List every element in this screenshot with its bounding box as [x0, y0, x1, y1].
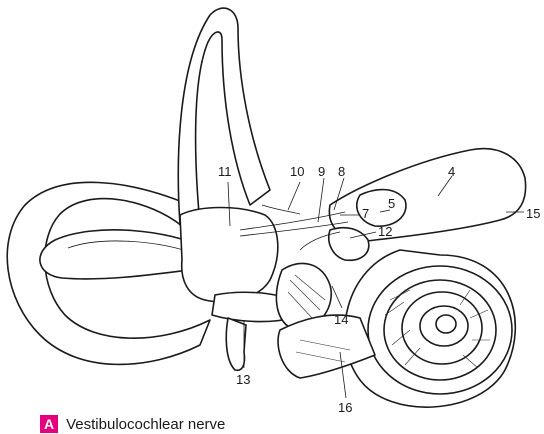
- cochlea: [345, 250, 516, 407]
- nerve-trunk: [329, 149, 526, 261]
- callout-14: 14: [334, 312, 348, 327]
- callout-8: 8: [338, 164, 345, 179]
- callout-12: 12: [378, 224, 392, 239]
- callout-13: 13: [236, 372, 250, 387]
- caption-badge: A: [40, 415, 58, 433]
- callout-11: 11: [218, 164, 232, 179]
- figure-caption: A Vestibulocochlear nerve: [40, 414, 225, 434]
- callout-15: 15: [526, 206, 540, 221]
- callout-4: 4: [448, 164, 455, 179]
- anterior-semicircular-canal: [178, 8, 270, 225]
- callout-9: 9: [318, 164, 325, 179]
- callout-7: 7: [362, 206, 369, 221]
- callout-5: 5: [388, 196, 395, 211]
- callout-10: 10: [290, 164, 304, 179]
- caption-text: Vestibulocochlear nerve: [66, 416, 225, 433]
- callout-16: 16: [338, 400, 352, 415]
